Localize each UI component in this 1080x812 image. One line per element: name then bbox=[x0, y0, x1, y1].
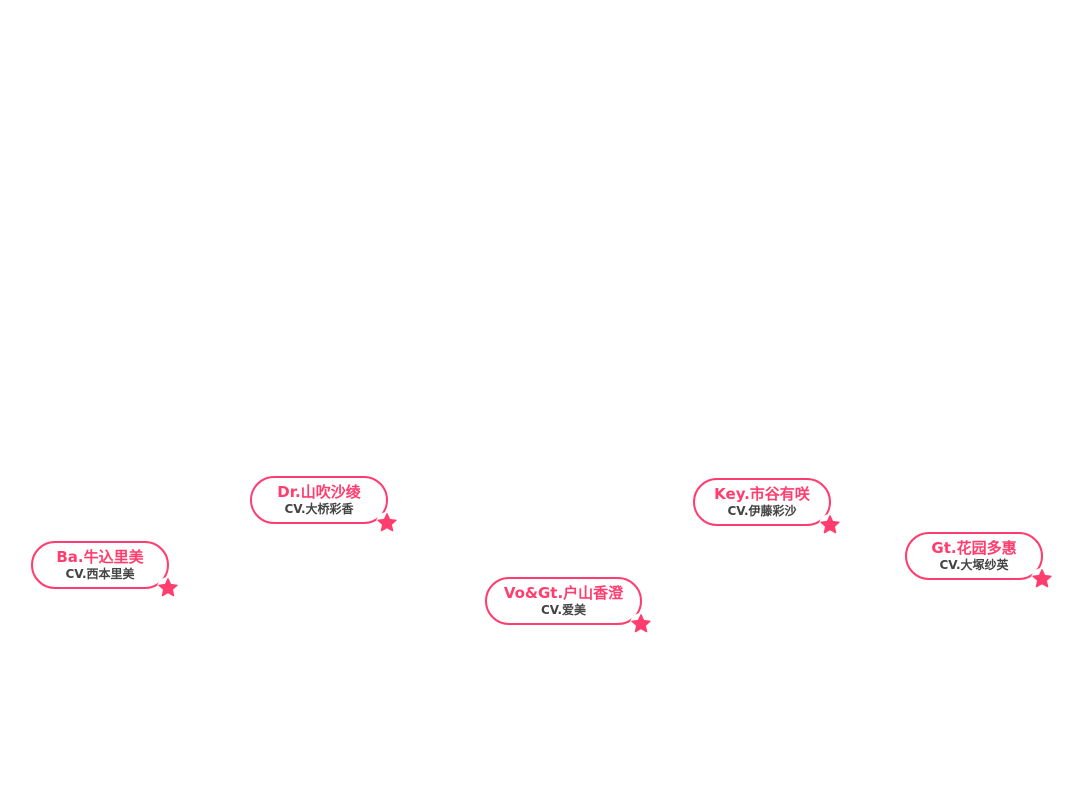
voice-actor: CV.伊藤彩沙 bbox=[727, 504, 797, 518]
voice-actor: CV.大塚纱英 bbox=[939, 558, 1009, 572]
star-icon bbox=[157, 577, 179, 599]
member-name: Gt.花园多惠 bbox=[931, 539, 1017, 557]
star-icon bbox=[630, 613, 652, 635]
voice-actor: CV.西本里美 bbox=[65, 567, 135, 581]
star-icon bbox=[1031, 568, 1053, 590]
voice-actor: CV.爱美 bbox=[540, 603, 587, 617]
member-tag-bassist[interactable]: Ba.牛込里美 CV.西本里美 bbox=[31, 541, 179, 599]
member-tag-vocalist[interactable]: Vo&Gt.户山香澄 CV.爱美 bbox=[485, 577, 652, 635]
star-icon bbox=[819, 514, 841, 536]
member-name: Vo&Gt.户山香澄 bbox=[503, 584, 624, 602]
member-tag-drummer[interactable]: Dr.山吹沙绫 CV.大桥彩香 bbox=[250, 476, 398, 534]
member-tag-guitarist[interactable]: Gt.花园多惠 CV.大塚纱英 bbox=[905, 532, 1053, 590]
voice-actor: CV.大桥彩香 bbox=[284, 502, 354, 516]
member-name: Ba.牛込里美 bbox=[56, 548, 144, 566]
member-name: Key.市谷有咲 bbox=[714, 485, 810, 503]
star-icon bbox=[376, 512, 398, 534]
member-name: Dr.山吹沙绫 bbox=[277, 483, 361, 501]
member-tag-keyboardist[interactable]: Key.市谷有咲 CV.伊藤彩沙 bbox=[693, 478, 841, 536]
